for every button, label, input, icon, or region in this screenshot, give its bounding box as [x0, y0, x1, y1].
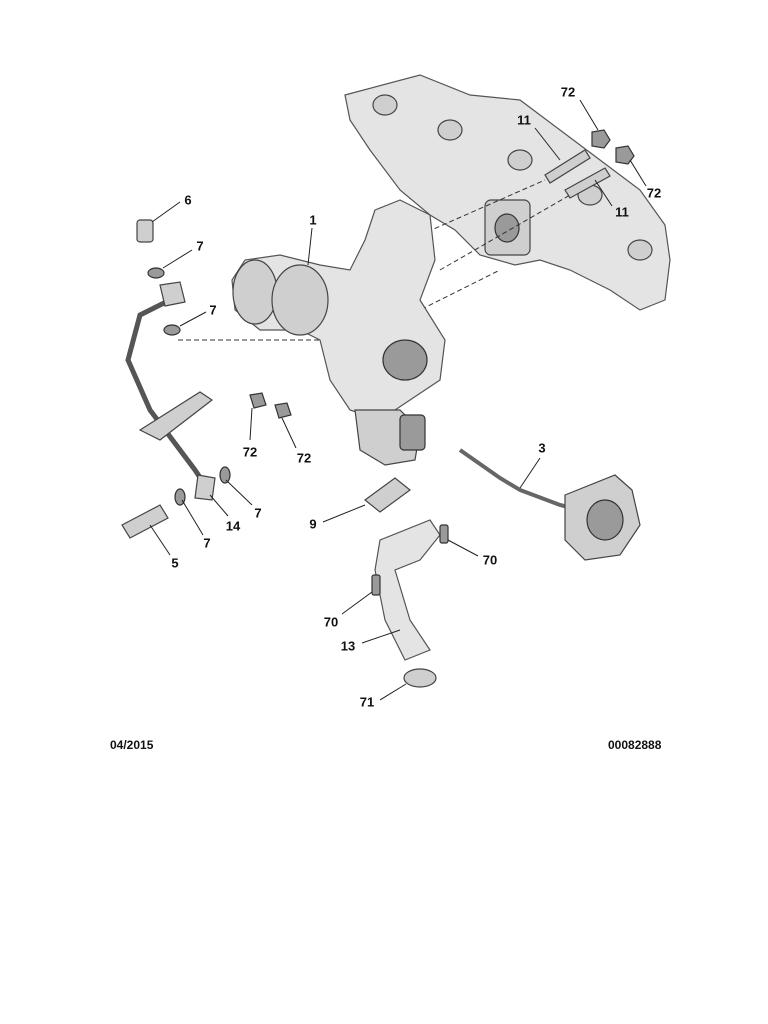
leader-lines	[149, 99, 647, 701]
outlet-elbow	[364, 477, 449, 688]
callout-70: 70	[482, 552, 498, 568]
callout-72: 72	[242, 444, 258, 460]
callout-7: 7	[209, 302, 217, 318]
callout-3: 3	[538, 440, 546, 456]
diagram-reference-number: 00082888	[608, 738, 662, 752]
callout-7: 7	[196, 238, 204, 254]
diagram-date: 04/2015	[110, 738, 154, 752]
oil-feed-pipe	[121, 219, 292, 539]
callout-9: 9	[309, 516, 317, 532]
turbocharger	[231, 199, 446, 466]
callout-72: 72	[296, 450, 312, 466]
callout-72: 72	[560, 84, 576, 100]
callout-7: 7	[254, 505, 262, 521]
callout-72: 72	[646, 185, 662, 201]
callout-11: 11	[615, 204, 629, 220]
callout-5: 5	[171, 555, 179, 571]
callout-13: 13	[340, 638, 356, 654]
callout-11: 11	[517, 112, 531, 128]
callout-71: 71	[359, 694, 375, 710]
callout-1: 1	[309, 212, 317, 228]
exhaust-manifold	[344, 74, 671, 311]
callout-70: 70	[323, 614, 339, 630]
wastegate-actuator	[458, 448, 641, 561]
callout-14: 14	[225, 518, 241, 534]
callout-6: 6	[184, 192, 192, 208]
callout-7: 7	[203, 535, 211, 551]
manifold-studs	[544, 129, 635, 199]
